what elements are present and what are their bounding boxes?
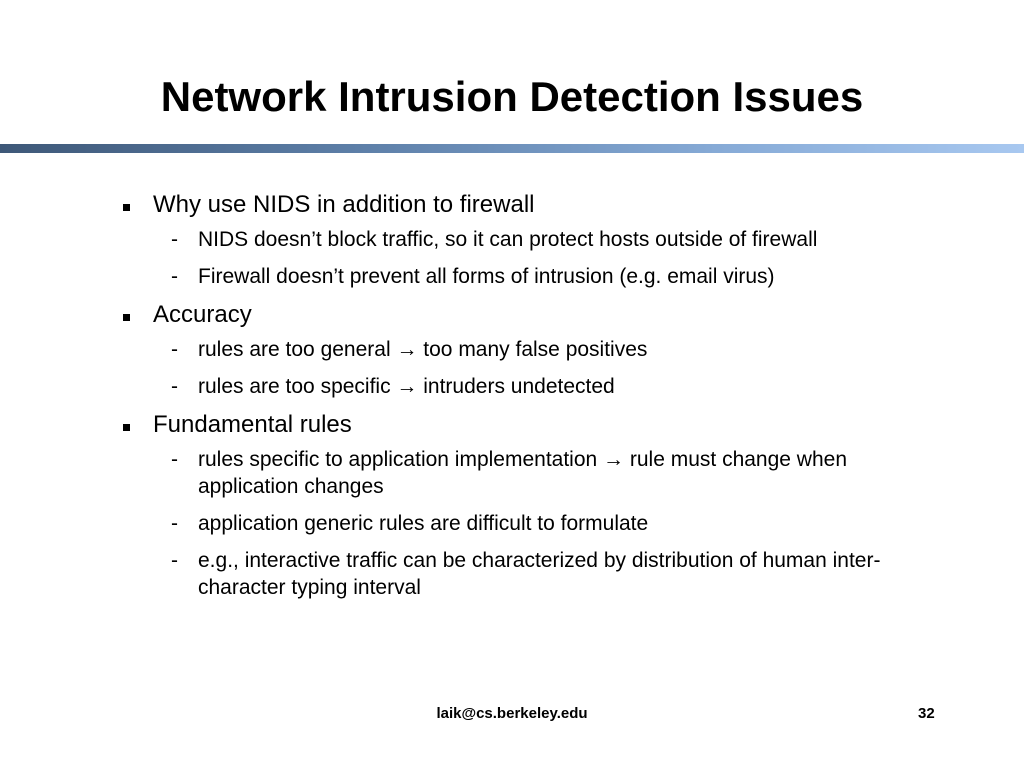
- square-bullet-icon: [123, 424, 130, 431]
- sub-bullet-text: application generic rules are difficult …: [198, 512, 649, 535]
- slide-body: Why use NIDS in addition to firewall - N…: [0, 190, 1024, 611]
- sub-bullet-item: - rules are too specific → intruders und…: [171, 373, 898, 400]
- dash-bullet-icon: -: [171, 512, 178, 535]
- dash-bullet-icon: -: [171, 338, 178, 361]
- sub-bullet-item: - rules specific to application implemen…: [171, 446, 898, 500]
- dash-bullet-icon: -: [171, 265, 178, 288]
- bullet-group-fundamental: Fundamental rules - rules specific to ap…: [0, 410, 1024, 601]
- sub-bullet-item: - rules are too general → too many false…: [171, 336, 898, 363]
- sub-bullet-item: - e.g., interactive traffic can be chara…: [171, 547, 898, 601]
- dash-bullet-icon: -: [171, 448, 178, 471]
- sub-bullet-text: rules specific to application implementa…: [198, 448, 848, 498]
- sub-bullet-text: Firewall doesn’t prevent all forms of in…: [198, 265, 775, 288]
- slide-title: Network Intrusion Detection Issues: [160, 73, 864, 120]
- square-bullet-icon: [123, 204, 130, 211]
- bullet-item: Accuracy: [123, 300, 913, 330]
- sub-bullet-text: e.g., interactive traffic can be charact…: [198, 549, 881, 599]
- bullet-text: Why use NIDS in addition to firewall: [153, 191, 535, 218]
- bullet-item: Why use NIDS in addition to firewall: [123, 190, 913, 220]
- sub-bullet-text: rules are too general → too many false p…: [198, 338, 648, 361]
- bullet-text: Fundamental rules: [153, 411, 352, 438]
- bullet-item: Fundamental rules: [123, 410, 913, 440]
- sub-bullet-text: NIDS doesn’t block traffic, so it can pr…: [198, 228, 818, 251]
- footer-email: laik@cs.berkeley.edu: [436, 705, 588, 722]
- square-bullet-icon: [123, 314, 130, 321]
- sub-bullet-text: rules are too specific → intruders undet…: [198, 375, 615, 398]
- dash-bullet-icon: -: [171, 228, 178, 251]
- bullet-group-accuracy: Accuracy - rules are too general → too m…: [0, 300, 1024, 400]
- dash-bullet-icon: -: [171, 549, 178, 572]
- title-divider: [0, 144, 1024, 153]
- page-number: 32: [918, 705, 935, 722]
- sub-bullet-item: - Firewall doesn’t prevent all forms of …: [171, 263, 898, 290]
- sub-bullet-item: - application generic rules are difficul…: [171, 510, 898, 537]
- sub-bullet-item: - NIDS doesn’t block traffic, so it can …: [171, 226, 898, 253]
- dash-bullet-icon: -: [171, 375, 178, 398]
- bullet-group-nids: Why use NIDS in addition to firewall - N…: [0, 190, 1024, 290]
- bullet-text: Accuracy: [153, 301, 252, 328]
